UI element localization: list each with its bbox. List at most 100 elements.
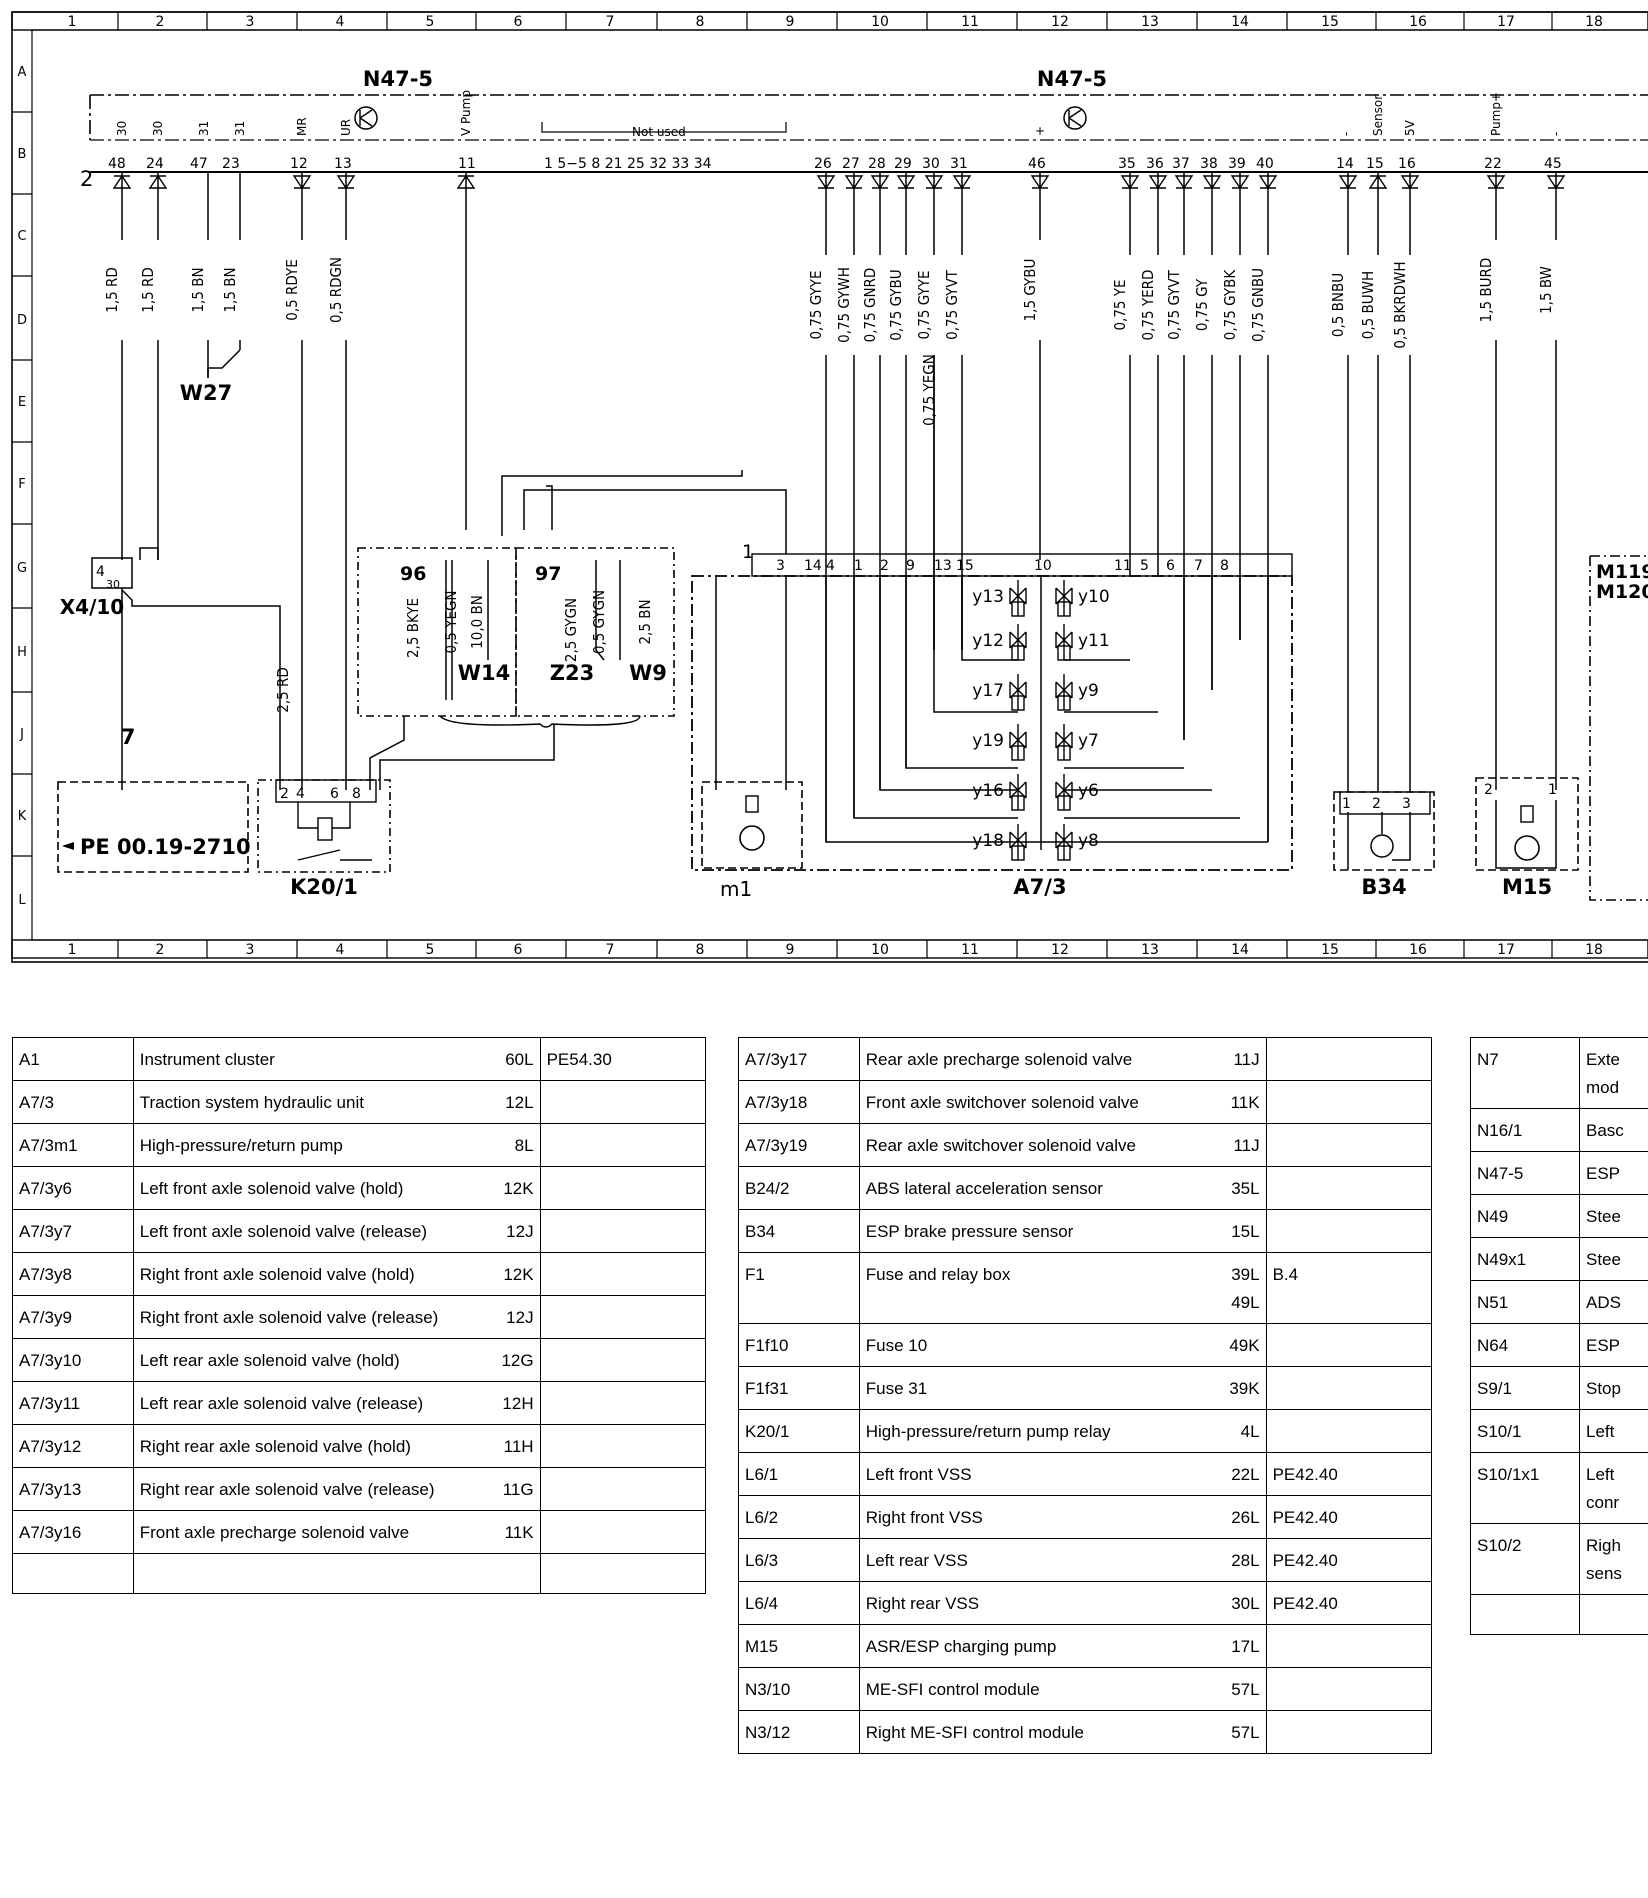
- legend-desc: Stee: [1579, 1194, 1648, 1238]
- legend-ref: [1265, 1123, 1433, 1167]
- valve-label-y18: y18: [972, 831, 1004, 851]
- grid-col-bottom-12: 12: [1051, 942, 1069, 958]
- legend-row: [12, 1553, 707, 1594]
- pin-signal-five_v-10: 5V: [1403, 119, 1417, 136]
- valve-label-y16: y16: [972, 781, 1004, 801]
- legend-code: A7/3y17: [738, 1037, 860, 1081]
- splice-97: 97: [535, 563, 561, 585]
- legend-desc: Front axle precharge solenoid valve: [132, 1510, 487, 1554]
- splice-96: 96: [400, 563, 426, 585]
- legend-code: A7/3y8: [12, 1252, 134, 1296]
- grid-col-8: 8: [696, 14, 705, 30]
- grid-col-bottom-3: 3: [246, 942, 255, 958]
- legend-desc: Fuse and relay box: [858, 1252, 1213, 1324]
- legend-desc: Basc: [1579, 1108, 1648, 1152]
- grid-col-2: 2: [156, 14, 165, 30]
- legend-code: A7/3: [12, 1080, 134, 1124]
- m15-pin-2: 2: [1484, 782, 1493, 798]
- legend-code: S10/2: [1470, 1523, 1580, 1595]
- pin-signal-ur-5: UR: [339, 119, 353, 136]
- legend-loc: 28L: [1212, 1538, 1267, 1582]
- legend-ref: [539, 1381, 707, 1425]
- grid-col-bottom-7: 7: [606, 942, 615, 958]
- legend-ref: [539, 1467, 707, 1511]
- a7-3-pin-11-9: 11: [1114, 558, 1132, 574]
- legend-code: L6/4: [738, 1581, 860, 1625]
- a7-3-pin-8-13: 8: [1220, 558, 1229, 574]
- pe-pointer-icon: [62, 842, 74, 850]
- pin-p47: 47: [190, 156, 208, 172]
- wire-label-w_36: 0,75 YERD: [1139, 270, 1157, 341]
- legend-desc: Right front VSS: [858, 1495, 1213, 1539]
- pin-signal-p31a-2: 31: [197, 121, 211, 136]
- b34-pin-1: 1: [1342, 796, 1351, 812]
- legend-desc: Right front axle solenoid valve (hold): [132, 1252, 487, 1296]
- legend-code: N49: [1470, 1194, 1580, 1238]
- legend-ref: [1265, 1080, 1433, 1124]
- legend-desc: ADS: [1579, 1280, 1648, 1324]
- label-not-used: Not used: [632, 125, 686, 139]
- legend-code: A7/3y11: [12, 1381, 134, 1425]
- legend-loc: 30L: [1212, 1581, 1267, 1625]
- x4-10-pin-30: 30: [106, 578, 120, 591]
- k20-1-pin-4: 4: [296, 786, 305, 802]
- legend-code: L6/1: [738, 1452, 860, 1496]
- grid-col-7: 7: [606, 14, 615, 30]
- legend-desc: ASR/ESP charging pump: [858, 1624, 1213, 1668]
- legend-desc: Left rear axle solenoid valve (hold): [132, 1338, 487, 1382]
- legend-loc: 12J: [486, 1209, 541, 1253]
- label-a7-3: A7/3: [1013, 875, 1066, 899]
- legend-row: [1470, 1594, 1648, 1635]
- legend-desc: Rear axle precharge solenoid valve: [858, 1037, 1213, 1081]
- legend-desc: Fuse 31: [858, 1366, 1213, 1410]
- grid-col-bottom-2: 2: [156, 942, 165, 958]
- pin-p15: 15: [1366, 156, 1384, 172]
- wire-label-w_31: 0,75 GYVT: [943, 269, 961, 340]
- grid-col-14: 14: [1231, 14, 1249, 30]
- wire-label-w_29: 0,75 GYBU: [887, 269, 905, 340]
- pin-signal-minus-8: -: [1339, 132, 1353, 136]
- legend-desc: High-pressure/return pump relay: [858, 1409, 1213, 1453]
- pin-p35: 35: [1118, 156, 1136, 172]
- legend-ref: PE42.40: [1265, 1452, 1433, 1496]
- legend-desc: Rear axle switchover solenoid valve: [858, 1123, 1213, 1167]
- legend-desc: Stop: [1579, 1366, 1648, 1410]
- wire-label-w_96a: 2,5 BKYE: [404, 598, 422, 658]
- legend-loc: 8L: [486, 1123, 541, 1167]
- valve-y18: y18: [972, 824, 1027, 861]
- legend-ref: [1265, 1710, 1433, 1754]
- a7-3-pin-6-11: 6: [1166, 558, 1175, 574]
- grid-row-K: K: [18, 809, 27, 824]
- legend-desc: Right front axle solenoid valve (release…: [132, 1295, 487, 1339]
- legend-code: F1f10: [738, 1323, 860, 1367]
- pin-p26: 26: [814, 156, 832, 172]
- legend-desc: Exte mod: [1579, 1037, 1648, 1109]
- legend-desc: Front axle switchover solenoid valve: [858, 1080, 1213, 1124]
- legend-code: A7/3m1: [12, 1123, 134, 1167]
- legend-code: N3/10: [738, 1667, 860, 1711]
- legend-ref: PE54.30: [539, 1037, 707, 1081]
- pin-signal-minus-12: -: [1549, 132, 1563, 136]
- wire-label-w_30b: 0,75 YEGN: [920, 354, 938, 426]
- legend-code: K20/1: [738, 1409, 860, 1453]
- grid-col-bottom-5: 5: [426, 942, 435, 958]
- pin-p27: 27: [842, 156, 860, 172]
- pin-p37: 37: [1172, 156, 1190, 172]
- legend-ref: PE42.40: [1265, 1538, 1433, 1582]
- label-b34: B34: [1361, 875, 1406, 899]
- legend-loc: 12J: [486, 1295, 541, 1339]
- legend-ref: [539, 1080, 707, 1124]
- component-labels: N47-5 N47-5 W27 X4/10 K20/1 W14 Z23 W9 A…: [60, 67, 1648, 901]
